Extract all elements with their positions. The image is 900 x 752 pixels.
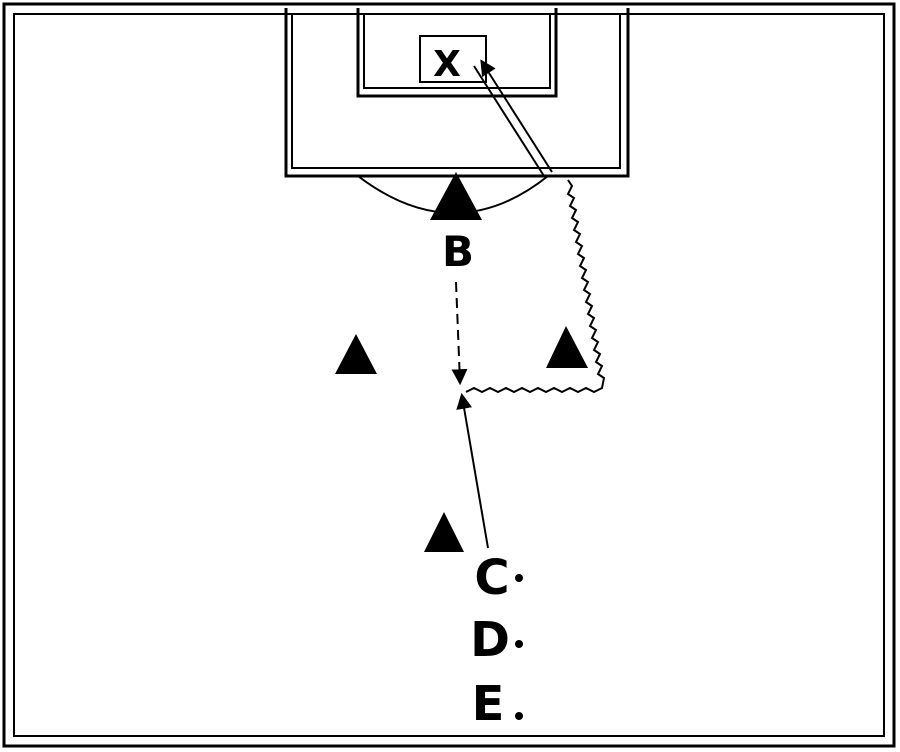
queue-label-d: D [470,612,510,668]
player-dot-icon [515,574,523,582]
cones [335,172,588,552]
cone-icon [546,326,588,368]
cone-icon [424,512,464,552]
player-dot-icon [515,640,523,648]
goalkeeper-box [419,35,487,83]
goalkeeper-label: X [433,44,461,85]
cone-icon [430,172,482,220]
player-b-run-line [451,281,468,386]
queue-label-c: C [474,550,509,606]
player-dot-icon [515,712,523,720]
penalty-area [284,8,630,178]
cone-icon [335,334,377,374]
dribble-line [465,179,606,394]
queue-label-e: E [472,676,505,732]
pass-line-c [456,392,489,549]
player-queue: C D E [470,550,523,732]
player-b-label: B [442,227,474,276]
goal-area [356,8,558,98]
shot-line [473,59,553,177]
